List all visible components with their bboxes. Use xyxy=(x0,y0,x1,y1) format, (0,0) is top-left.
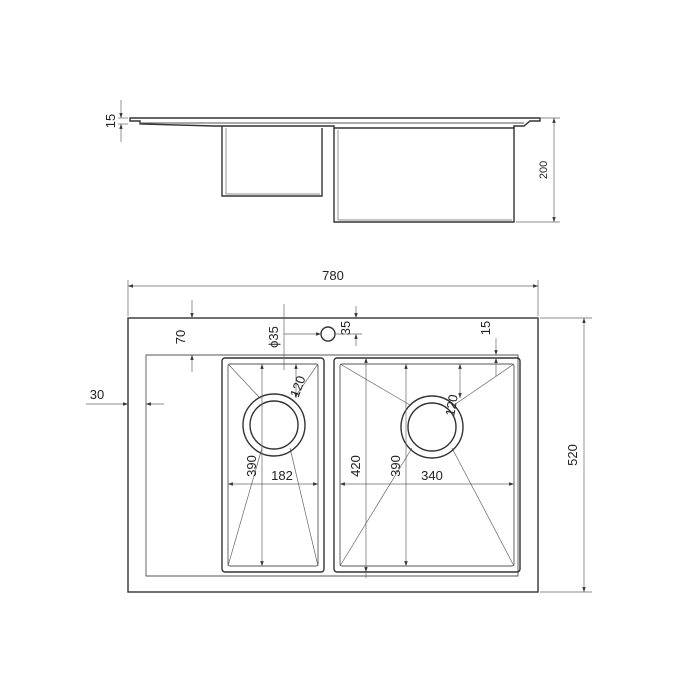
large-bowl-inner xyxy=(339,363,515,567)
large-bowl-outer xyxy=(333,357,521,573)
small-bowl-fold-1 xyxy=(227,363,260,398)
small-bowl xyxy=(221,357,325,573)
sink-outer-plate xyxy=(127,317,539,593)
small-bowl-inner xyxy=(227,363,319,567)
large-drain-offset-label: 120 xyxy=(442,393,461,417)
drainboard-outline xyxy=(145,354,519,577)
overall-width-label: 780 xyxy=(322,268,344,283)
top-view: 780 520 70 ϕ35 35 30 15 120 390 xyxy=(86,268,592,593)
small-bowl-fold-2 xyxy=(294,363,319,398)
large-bowl-drain-inner xyxy=(407,402,457,452)
large-bowl-fold-3 xyxy=(339,447,413,567)
side-deck-plate xyxy=(129,117,541,129)
rim-margin-label: 15 xyxy=(478,321,493,335)
small-bowl-outer xyxy=(221,357,325,573)
large-bowl-length-label: 390 xyxy=(388,455,403,477)
large-bowl-width-label: 340 xyxy=(421,468,443,483)
small-bowl-fold-4 xyxy=(289,447,319,567)
small-bowl-width-label: 182 xyxy=(271,468,293,483)
small-bowl-fold-3 xyxy=(227,447,263,567)
bowl-depth-label: 200 xyxy=(538,161,550,179)
side-view: 15 200 xyxy=(103,100,560,223)
small-bowl-length-label: 390 xyxy=(244,455,259,477)
large-bowl-outer-length-label: 420 xyxy=(348,455,363,477)
large-bowl-drain-outer xyxy=(400,395,464,459)
tap-diameter-label: ϕ35 xyxy=(266,326,281,348)
small-drain-offset-label: 120 xyxy=(287,374,309,400)
small-bowl-drain-outer xyxy=(242,393,306,457)
overall-height-label: 520 xyxy=(565,444,580,466)
large-bowl-fold-4 xyxy=(451,447,515,567)
back-margin-label: 70 xyxy=(173,330,188,344)
large-bowl xyxy=(333,357,521,573)
deck-thickness-label: 15 xyxy=(103,114,118,128)
left-margin-label: 30 xyxy=(90,387,104,402)
large-bowl-fold-2 xyxy=(453,363,515,406)
side-large-bowl xyxy=(333,126,515,223)
tap-hole xyxy=(320,326,336,342)
side-small-bowl xyxy=(221,126,323,197)
large-bowl-fold-1 xyxy=(339,363,411,406)
small-bowl-drain-inner xyxy=(249,400,299,450)
tap-offset-label: 35 xyxy=(338,321,353,335)
